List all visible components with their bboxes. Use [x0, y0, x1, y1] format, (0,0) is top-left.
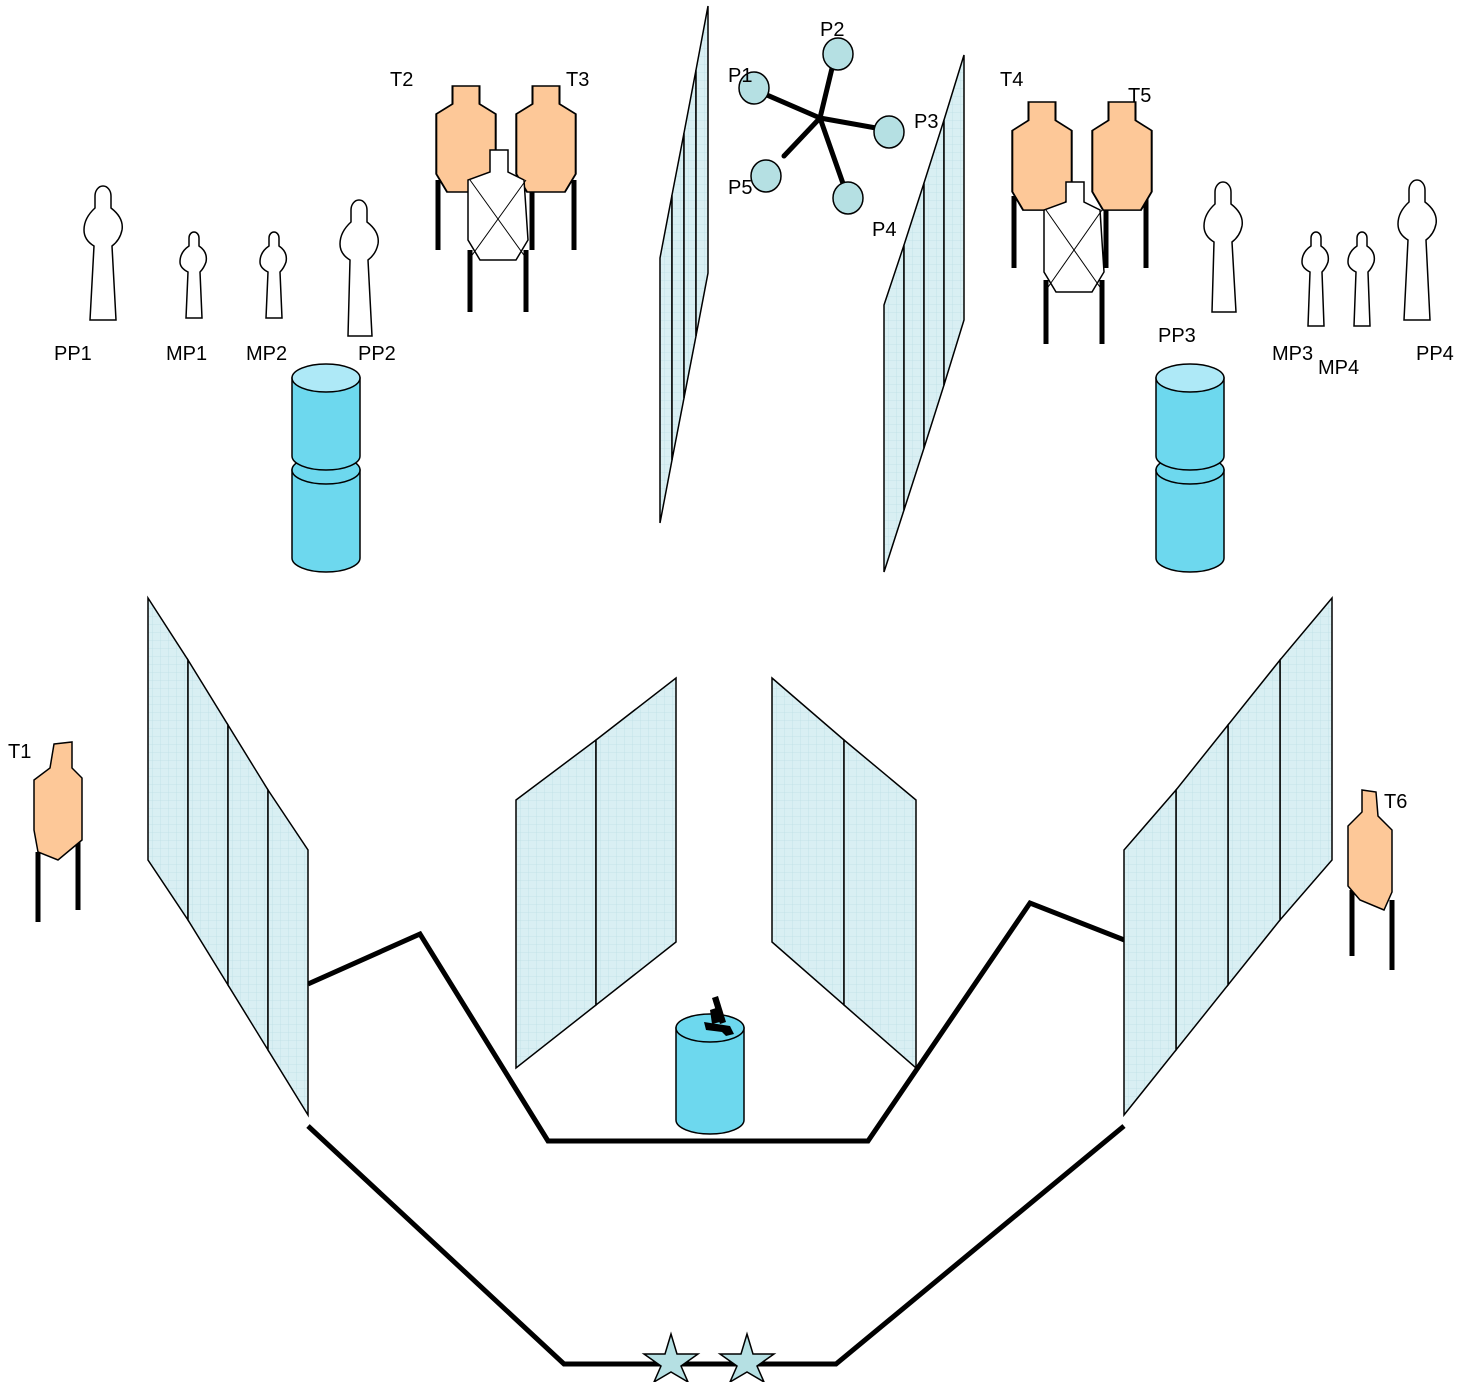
wall-top-left	[659, 5, 709, 524]
label-t4: T4	[1000, 69, 1023, 91]
paper-target-pp2	[339, 199, 380, 337]
label-t3: T3	[566, 69, 589, 91]
barrel-stack-left	[291, 363, 361, 573]
start-positions	[641, 1331, 777, 1382]
label-pp1: PP1	[54, 343, 92, 365]
fault-line-outer	[306, 1124, 1126, 1367]
plate-p3	[873, 115, 905, 149]
star-icon	[641, 1331, 701, 1382]
wall-center-right	[771, 676, 917, 1070]
label-pp3: PP3	[1158, 325, 1196, 347]
label-t1: T1	[8, 741, 31, 763]
label-p5: P5	[728, 177, 752, 199]
paper-target-pp3	[1203, 181, 1244, 313]
label-pp2: PP2	[358, 343, 396, 365]
steel-target-t6	[1347, 789, 1395, 970]
wall-center-left	[515, 676, 677, 1070]
star-icon	[717, 1331, 777, 1382]
paper-target-pp4	[1397, 179, 1438, 321]
barrel-stack-right	[1155, 363, 1225, 573]
label-p1: P1	[728, 65, 752, 87]
steel-target-t1	[33, 741, 83, 922]
label-p3: P3	[914, 111, 938, 133]
paper-target-mp1	[179, 231, 208, 319]
label-mp4: MP4	[1318, 357, 1359, 379]
label-t6: T6	[1384, 791, 1407, 813]
plate-rack	[738, 37, 905, 215]
label-mp1: MP1	[166, 343, 207, 365]
label-p4: P4	[872, 219, 896, 241]
paper-target-mp4	[1347, 231, 1376, 327]
paper-target-mp2	[259, 231, 288, 319]
labels: T1 T2 T3 T4 T5 T6 PP1 MP1 MP2 PP2 PP3 MP…	[8, 19, 1454, 813]
fault-lines	[306, 899, 1189, 1367]
pistol-icon	[704, 996, 734, 1036]
plate-p5	[750, 159, 782, 193]
label-pp4: PP4	[1416, 343, 1454, 365]
label-t5: T5	[1128, 85, 1151, 107]
barrel-gun-table	[675, 996, 745, 1135]
label-t2: T2	[390, 69, 413, 91]
label-p2: P2	[820, 19, 844, 41]
paper-target-pp1	[83, 185, 124, 321]
wall-bottom-right	[1123, 595, 1333, 1118]
paper-targets	[83, 179, 1438, 337]
fault-line-inner	[306, 899, 1189, 1144]
wall-bottom-left	[147, 595, 309, 1118]
plate-p2	[822, 37, 854, 71]
walls	[147, 5, 1333, 1118]
plate-p1	[738, 71, 770, 105]
wall-top-right	[883, 54, 965, 573]
no-shoot-target-right	[1043, 181, 1105, 344]
steel-target-t5	[1091, 100, 1153, 268]
no-shoot-target-left	[467, 149, 529, 312]
steel-target-t3	[515, 84, 577, 250]
label-mp3: MP3	[1272, 343, 1313, 365]
label-mp2: MP2	[246, 343, 287, 365]
paper-target-mp3	[1301, 231, 1330, 327]
plate-p4	[832, 181, 864, 215]
